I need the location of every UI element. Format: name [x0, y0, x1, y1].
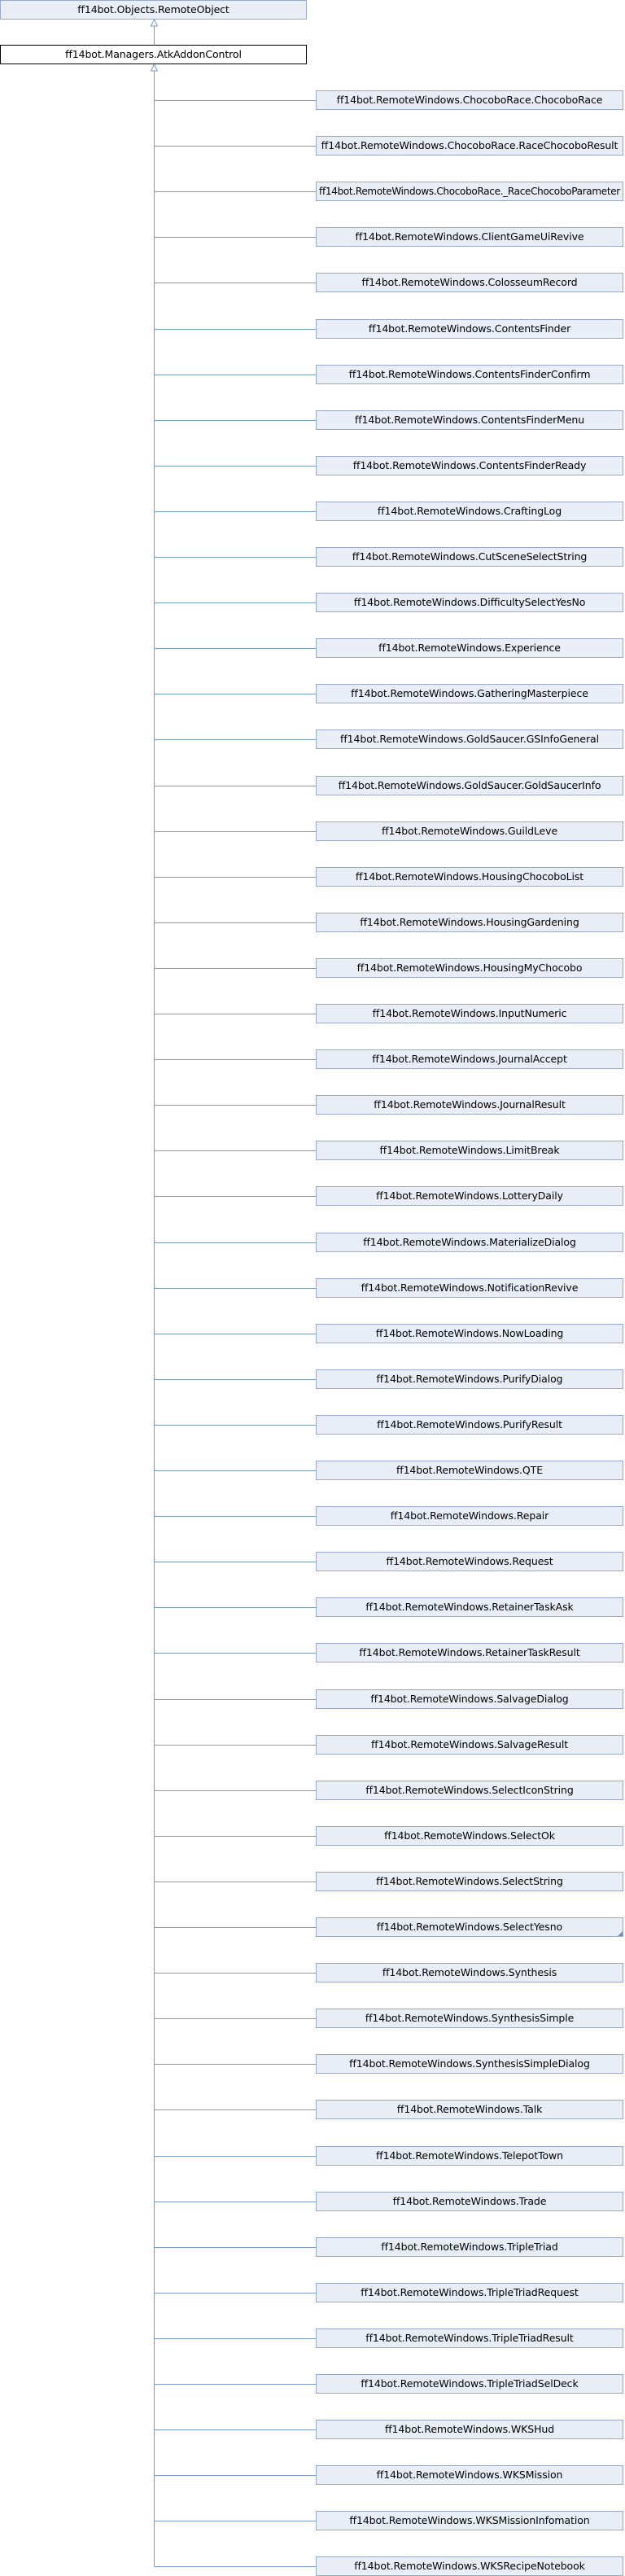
derived-class-node[interactable]: ff14bot.RemoteWindows.Trade	[316, 2192, 623, 2211]
derived-class-node[interactable]: ff14bot.RemoteWindows.Repair	[316, 1506, 623, 1526]
derived-class-node[interactable]: ff14bot.RemoteWindows.QTE	[316, 1461, 623, 1480]
derived-class-node[interactable]: ff14bot.RemoteWindows.RetainerTaskAsk	[316, 1597, 623, 1617]
derived-class-node[interactable]: ff14bot.RemoteWindows.SelectIconString	[316, 1781, 623, 1800]
derived-class-node[interactable]: ff14bot.RemoteWindows.RetainerTaskResult	[316, 1643, 623, 1663]
derived-class-node[interactable]: ff14bot.RemoteWindows.WKSHud	[316, 2420, 623, 2439]
base-inheritance-arrow	[150, 18, 159, 27]
derived-class-node[interactable]: ff14bot.RemoteWindows.GoldSaucer.GSInfoG…	[316, 729, 623, 749]
derived-class-node[interactable]: ff14bot.RemoteWindows.InputNumeric	[316, 1004, 623, 1023]
derived-class-node[interactable]: ff14bot.RemoteWindows.MaterializeDialog	[316, 1233, 623, 1252]
derived-class-node[interactable]: ff14bot.RemoteWindows.ColosseumRecord	[316, 273, 623, 292]
current-class-node: ff14bot.Managers.AtkAddonControl	[0, 45, 307, 64]
derived-class-node[interactable]: ff14bot.RemoteWindows.ContentsFinderConf…	[316, 365, 623, 384]
derived-class-node[interactable]: ff14bot.RemoteWindows.ContentsFinderRead…	[316, 456, 623, 475]
derived-class-node[interactable]: ff14bot.RemoteWindows.ContentsFinderMenu	[316, 410, 623, 430]
derived-class-node[interactable]: ff14bot.RemoteWindows.Synthesis	[316, 1963, 623, 1982]
derived-class-node[interactable]: ff14bot.RemoteWindows.GuildLeve	[316, 821, 623, 841]
derived-class-node[interactable]: ff14bot.RemoteWindows.DifficultySelectYe…	[316, 593, 623, 612]
derived-class-node[interactable]: ff14bot.RemoteWindows.WKSMission	[316, 2465, 623, 2485]
derived-class-node[interactable]: ff14bot.RemoteWindows.TripleTriad	[316, 2237, 623, 2257]
base-class-node[interactable]: ff14bot.Objects.RemoteObject	[0, 0, 307, 20]
derived-class-node[interactable]: ff14bot.RemoteWindows.TelepotTown	[316, 2146, 623, 2166]
derived-class-node[interactable]: ff14bot.RemoteWindows.PurifyResult	[316, 1415, 623, 1435]
derived-class-node[interactable]: ff14bot.RemoteWindows.SynthesisSimple	[316, 2009, 623, 2028]
derived-class-node[interactable]: ff14bot.RemoteWindows.JournalAccept	[316, 1049, 623, 1069]
derived-class-node[interactable]: ff14bot.RemoteWindows.TripleTriadResult	[316, 2328, 623, 2348]
derived-class-node[interactable]: ff14bot.RemoteWindows.HousingGardening	[316, 913, 623, 932]
derived-class-node[interactable]: ff14bot.RemoteWindows.Request	[316, 1552, 623, 1571]
derived-class-node[interactable]: ff14bot.RemoteWindows.NotificationRevive	[316, 1278, 623, 1298]
children-inheritance-arrow	[150, 63, 159, 72]
derived-class-node[interactable]: ff14bot.RemoteWindows.TripleTriadSelDeck	[316, 2374, 623, 2394]
derived-class-node[interactable]: ff14bot.RemoteWindows.HousingChocoboList	[316, 867, 623, 887]
derived-class-node[interactable]: ff14bot.RemoteWindows.JournalResult	[316, 1095, 623, 1115]
derived-class-node[interactable]: ff14bot.RemoteWindows.GatheringMasterpie…	[316, 684, 623, 703]
derived-class-node[interactable]: ff14bot.RemoteWindows.Experience	[316, 638, 623, 658]
derived-class-node[interactable]: ff14bot.RemoteWindows.ContentsFinder	[316, 319, 623, 339]
derived-class-node[interactable]: ff14bot.RemoteWindows.TripleTriadRequest	[316, 2283, 623, 2302]
derived-class-node[interactable]: ff14bot.RemoteWindows.SelectOk	[316, 1826, 623, 1846]
derived-class-node[interactable]: ff14bot.RemoteWindows.ClientGameUiRevive	[316, 227, 623, 247]
derived-class-node[interactable]: ff14bot.RemoteWindows.SalvageDialog	[316, 1689, 623, 1709]
derived-class-node[interactable]: ff14bot.RemoteWindows.LotteryDaily	[316, 1186, 623, 1206]
derived-class-node[interactable]: ff14bot.RemoteWindows.SelectString	[316, 1872, 623, 1891]
derived-class-node[interactable]: ff14bot.RemoteWindows.WKSMissionInfomati…	[316, 2511, 623, 2530]
derived-class-node[interactable]: ff14bot.RemoteWindows.PurifyDialog	[316, 1369, 623, 1389]
derived-class-node[interactable]: ff14bot.RemoteWindows.Talk	[316, 2100, 623, 2119]
derived-class-node[interactable]: ff14bot.RemoteWindows.WKSRecipeNotebook	[316, 2556, 623, 2576]
derived-class-node[interactable]: ff14bot.RemoteWindows.SalvageResult	[316, 1735, 623, 1755]
derived-class-node[interactable]: ff14bot.RemoteWindows.HousingMyChocobo	[316, 958, 623, 978]
derived-class-node[interactable]: ff14bot.RemoteWindows.NowLoading	[316, 1324, 623, 1343]
derived-class-node[interactable]: ff14bot.RemoteWindows.SynthesisSimpleDia…	[316, 2054, 623, 2074]
derived-class-node[interactable]: ff14bot.RemoteWindows.GoldSaucer.GoldSau…	[316, 776, 623, 795]
derived-class-node[interactable]: ff14bot.RemoteWindows.LimitBreak	[316, 1141, 623, 1160]
derived-class-node[interactable]: ff14bot.RemoteWindows.CraftingLog	[316, 502, 623, 521]
derived-class-node[interactable]: ff14bot.RemoteWindows.ChocoboRace.Chocob…	[316, 90, 623, 110]
derived-class-node[interactable]: ff14bot.RemoteWindows.SelectYesno	[316, 1917, 623, 1937]
derived-class-node[interactable]: ff14bot.RemoteWindows.ChocoboRace._RaceC…	[316, 182, 623, 201]
derived-class-node[interactable]: ff14bot.RemoteWindows.ChocoboRace.RaceCh…	[316, 136, 623, 156]
derived-class-node[interactable]: ff14bot.RemoteWindows.CutSceneSelectStri…	[316, 547, 623, 567]
